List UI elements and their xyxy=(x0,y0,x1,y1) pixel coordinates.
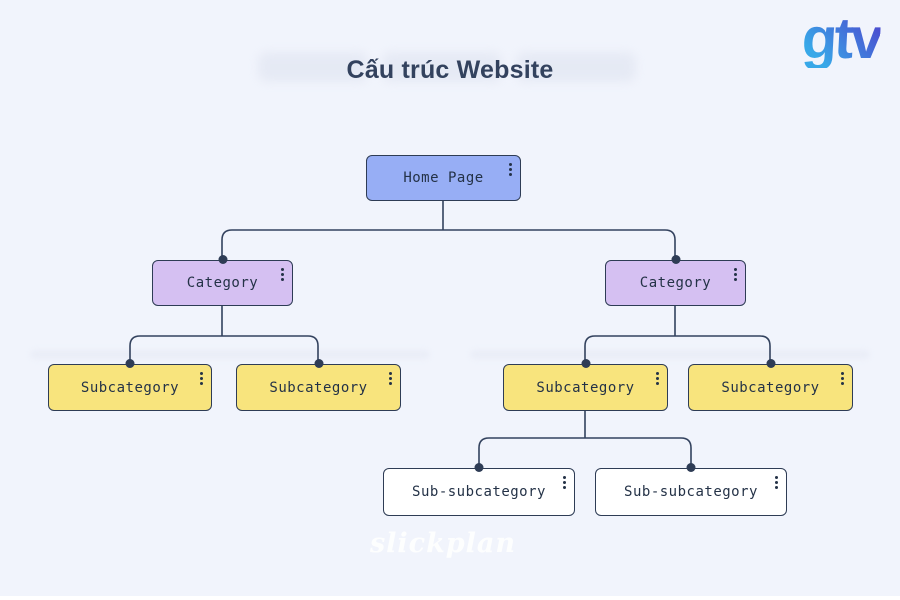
connector-dot xyxy=(474,463,484,472)
node-subcategory-4[interactable]: Subcategory xyxy=(688,359,853,411)
node-sub-subcategory-2[interactable]: Sub-subcategory xyxy=(595,463,787,516)
node-sub-subcategory-1[interactable]: Sub-subcategory xyxy=(383,463,575,516)
kebab-menu-icon[interactable] xyxy=(200,372,203,375)
connector-dot xyxy=(218,255,227,264)
node-label: Sub-subcategory xyxy=(624,484,758,500)
node-subcategory-3[interactable]: Subcategory xyxy=(503,359,668,411)
node-label: Category xyxy=(186,275,259,291)
kebab-menu-icon[interactable] xyxy=(656,372,659,375)
kebab-menu-icon[interactable] xyxy=(389,372,392,375)
kebab-menu-icon[interactable] xyxy=(281,268,284,271)
kebab-menu-icon[interactable] xyxy=(563,476,566,479)
kebab-menu-icon[interactable] xyxy=(509,163,512,166)
node-category-right[interactable]: Category xyxy=(605,255,746,306)
connector-dot xyxy=(125,359,135,368)
bottom-strip xyxy=(0,596,900,600)
blurred-ghost-strip xyxy=(470,350,870,359)
connector-dot xyxy=(581,359,590,368)
blurred-ghost-title xyxy=(258,52,642,86)
node-label: Subcategory xyxy=(721,379,820,396)
page-title: Cấu trúc Website xyxy=(346,56,554,84)
node-subcategory-1[interactable]: Subcategory xyxy=(48,359,212,411)
node-label: Category xyxy=(639,275,712,291)
node-label: Home Page xyxy=(403,170,484,186)
node-label: Subcategory xyxy=(269,379,368,396)
blurred-ghost-strip xyxy=(30,350,430,359)
node-label: Subcategory xyxy=(80,379,180,396)
node-subcategory-2[interactable]: Subcategory xyxy=(236,359,401,411)
node-home-page[interactable]: Home Page xyxy=(366,155,521,201)
connector-dot xyxy=(686,463,696,472)
connector-dot xyxy=(766,359,775,368)
node-label: Sub-subcategory xyxy=(412,484,546,500)
connector-dot xyxy=(671,255,680,264)
kebab-menu-icon[interactable] xyxy=(734,268,737,271)
kebab-menu-icon[interactable] xyxy=(775,476,778,479)
kebab-menu-icon[interactable] xyxy=(841,372,844,375)
node-category-left[interactable]: Category xyxy=(152,255,293,306)
slickplan-watermark: slickplan xyxy=(369,528,517,559)
connector-dot xyxy=(314,359,323,368)
node-label: Subcategory xyxy=(536,379,635,396)
